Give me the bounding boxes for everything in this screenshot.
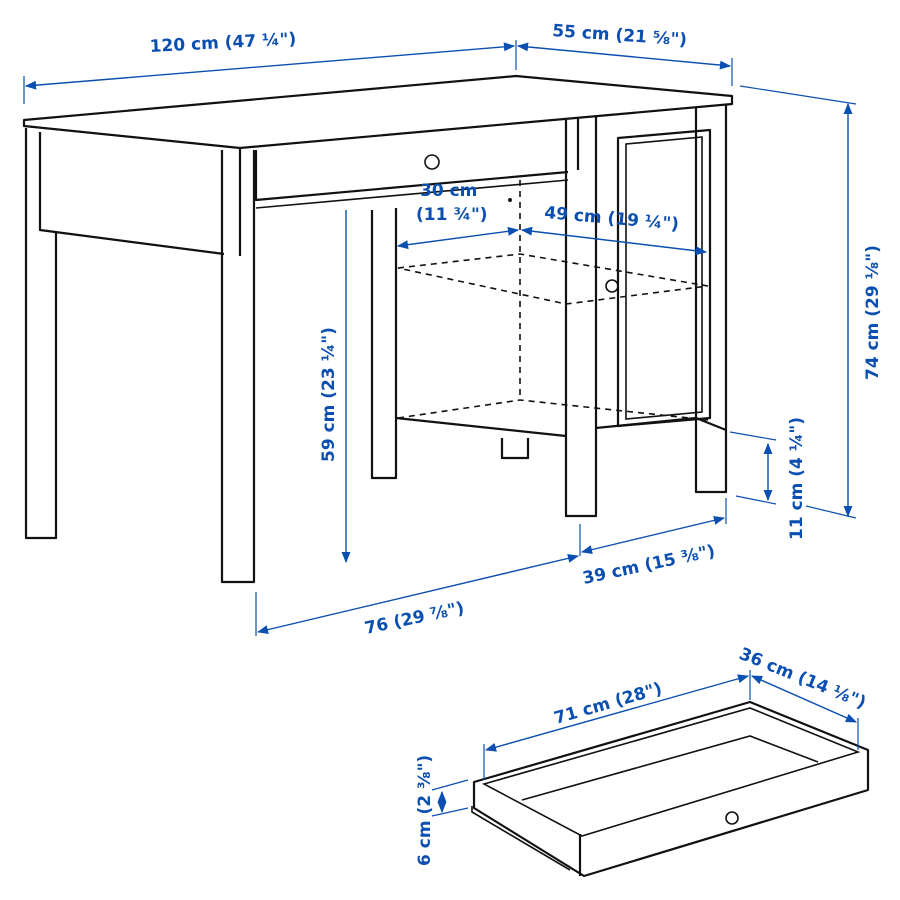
drawer-height-label: 6 cm (2 ⅜") [415,755,435,866]
bottom-clearance-label: 11 cm (4 ¼") [787,417,807,540]
shelf-depth-label-line2: (11 ¾") [416,205,488,225]
desk-depth-label: 55 cm (21 ⅝") [552,21,688,50]
desk-height-label: 74 cm (29 ⅛") [863,245,883,380]
desk-outline [22,74,734,584]
knee-height-label: 59 cm (23 ¼") [319,327,339,462]
shelf-width-label: 49 cm (19 ¼") [544,203,680,235]
desk-width-label: 120 cm (47 ¼") [149,29,297,57]
drawer-outline [471,700,870,878]
desk-dimensions: 120 cm (47 ¼") 55 cm (21 ⅝") 74 cm (29 ⅛… [23,21,883,639]
shelf-depth-label-line1: 30 cm [420,181,477,201]
cabinet-width-label: 39 cm (15 ⅜") [581,541,717,589]
knee-width-label: 76 (29 ⅞") [363,598,466,639]
drawer-depth-label: 36 cm (14 ⅛") [736,644,869,713]
